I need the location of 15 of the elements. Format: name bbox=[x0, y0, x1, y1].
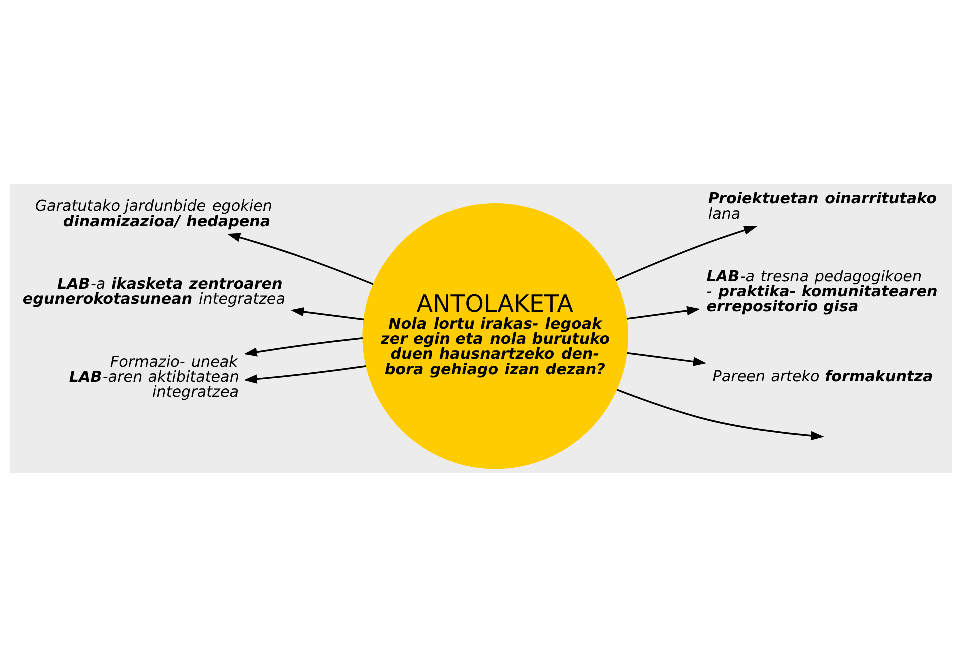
arrow bbox=[626, 306, 700, 320]
node-text: LAB-a ikasketa zentroaren egunerokotasunean integratzea bbox=[22, 275, 285, 308]
node-text: Proiektuetan oinarritutako lana bbox=[708, 190, 936, 223]
arrow bbox=[226, 233, 374, 286]
arrow bbox=[244, 338, 363, 357]
arrow bbox=[616, 389, 824, 441]
arrow bbox=[244, 366, 366, 384]
node-text: Garatutako jardunbide egokien dinamizazioa/ hedapena bbox=[34, 197, 272, 230]
node-text: LAB-a tresna pedagogikoen - praktika- komunitatearen errepositorio gisa bbox=[706, 267, 938, 316]
arrow bbox=[290, 308, 364, 321]
node-text: Pareen arteko formakuntza bbox=[712, 367, 933, 386]
arrow bbox=[626, 352, 706, 366]
arrow bbox=[615, 226, 757, 282]
node-text: Formazio- uneak LAB-aren aktibitatean integratzea bbox=[68, 352, 239, 402]
node-circle: ANTOLAKETA Nola lortu irakas- legoak zer egin eta nola burutuko duen hausnartzeko den- bora gehiago izan dezan? bbox=[362, 203, 628, 470]
